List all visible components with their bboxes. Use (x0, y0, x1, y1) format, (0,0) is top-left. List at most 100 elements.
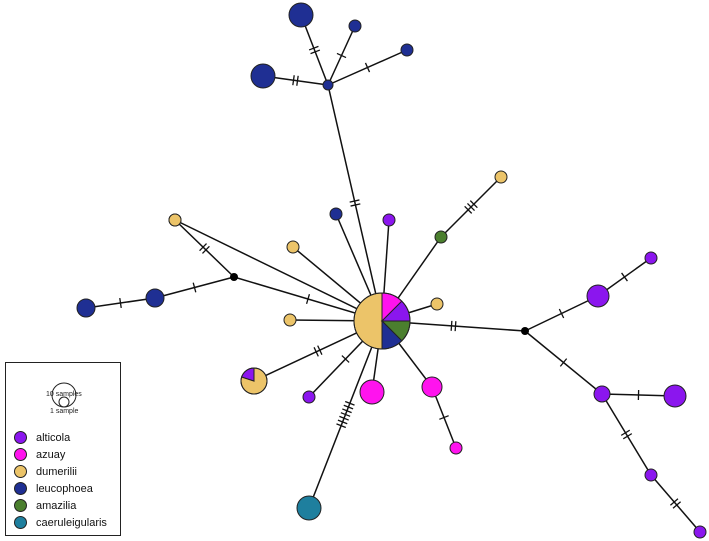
haplotype-slice-leucophoea (348, 19, 362, 33)
haplotype-lt5 (322, 79, 334, 91)
mutation-tick (305, 294, 311, 304)
mutation-tick (341, 355, 350, 363)
haplotype-center (353, 292, 411, 350)
haplotype-al2 (302, 390, 316, 404)
haplotype-az3 (449, 441, 463, 455)
haplotype-lt3 (250, 63, 276, 89)
mutation-tick (558, 308, 565, 319)
mutation-tick (119, 297, 122, 309)
legend-item-alticola: alticola (14, 429, 107, 446)
haplotype-mix1 (240, 367, 268, 395)
network-nodes (76, 2, 707, 539)
edge-mvLeft-lw2 (154, 276, 235, 299)
haplotype-slice-caeruleigularis (296, 495, 322, 521)
haplotype-slice-amazilia (434, 230, 448, 244)
haplotype-outline (353, 292, 411, 350)
haplotype-du5 (283, 313, 297, 327)
haplotype-lw1 (76, 298, 96, 318)
legend-item-caeruleigularis: caeruleigularis (14, 514, 107, 531)
haplotype-slice-azuay (421, 376, 443, 398)
legend-swatch-alticola (14, 431, 27, 444)
haplotype-slice-alticola (586, 284, 610, 308)
legend-item-leucophoea: leucophoea (14, 480, 107, 497)
haplotype-slice-leucophoea (322, 79, 334, 91)
legend-label-caeruleigularis: caeruleigularis (36, 516, 107, 529)
legend-swatch-caeruleigularis (14, 516, 27, 529)
edge-ar5-ar6 (650, 474, 701, 533)
haplotype-ar4 (663, 384, 687, 408)
median-vector-mvRight (521, 327, 529, 335)
legend-box: 10 samples 1 sample alticola azuay dumer… (5, 362, 121, 536)
mutation-tick (621, 272, 628, 282)
legend-item-azuay: azuay (14, 446, 107, 463)
haplotype-slice-dumerilii (286, 240, 300, 254)
mutation-tick (339, 415, 349, 421)
haplotype-outline (240, 367, 268, 395)
haplotype-slice-leucophoea (400, 43, 414, 57)
haplotype-slice-alticola (663, 384, 687, 408)
mutation-tick (337, 419, 348, 425)
haplotype-du1 (494, 170, 508, 184)
haplotype-du2 (430, 297, 444, 311)
haplotype-az2 (421, 376, 443, 398)
haplotype-ar1 (586, 284, 610, 308)
mutation-tick (349, 199, 360, 203)
mutation-tick (340, 412, 351, 417)
edge-mvRight-ar3 (524, 330, 603, 395)
mutation-tick (310, 49, 321, 55)
haplotype-ar5 (644, 468, 658, 482)
haplotype-al1 (382, 213, 396, 227)
haplotype-slice-dumerilii (283, 313, 297, 327)
mutation-tick (308, 45, 319, 51)
legend-label-azuay: azuay (36, 448, 66, 461)
mutation-tick (622, 433, 633, 440)
mutation-tick (192, 282, 197, 293)
edge-lw2-lw1 (85, 297, 156, 309)
haplotype-lc1 (329, 207, 343, 221)
edge-mvTop-lt2 (327, 25, 356, 86)
mutation-tick (620, 429, 631, 436)
mutation-tick (296, 75, 299, 86)
haplotype-slice-dumerilii (168, 213, 182, 227)
legend-item-dumerilii: dumerilii (14, 463, 107, 480)
edge-ar3-ar5 (601, 393, 652, 476)
haplotype-az1 (359, 379, 385, 405)
haplotype-ar3 (593, 385, 611, 403)
mutation-tick (336, 423, 347, 429)
haplotype-slice-leucophoea (329, 207, 343, 221)
scale-circle-small (58, 396, 70, 408)
haplotype-ca1 (296, 495, 322, 521)
haplotype-ar2 (644, 251, 658, 265)
haplotype-slice-alticola (593, 385, 611, 403)
edge-mvTop-lt1 (300, 14, 329, 86)
median-vector-mvLeft (230, 273, 238, 281)
edge-ar3-ar4 (601, 389, 676, 401)
haplotype-slice-leucophoea (145, 288, 165, 308)
haplotype-slice-leucophoea (250, 63, 276, 89)
haplotype-slice-azuay (359, 379, 385, 405)
mutation-tick (469, 200, 478, 209)
mutation-tick (350, 203, 361, 207)
legend-swatch-dumerilii (14, 465, 27, 478)
haplotype-slice-alticola (382, 213, 396, 227)
mutation-tick (364, 62, 371, 73)
edge-mvTop-lt4 (327, 49, 408, 86)
mutation-tick (313, 347, 319, 357)
edge-mvRight-ar1 (524, 295, 599, 332)
haplotype-slice-leucophoea (288, 2, 314, 28)
haplotype-ar6 (693, 525, 707, 539)
size-scale: 10 samples 1 sample (6, 363, 122, 423)
mutation-tick (201, 245, 210, 254)
network-edges (85, 14, 701, 533)
legend-label-leucophoea: leucophoea (36, 482, 93, 495)
haplotype-slice-azuay (449, 441, 463, 455)
mutation-tick (344, 400, 355, 406)
mutation-tick (199, 243, 208, 252)
haplotype-lt4 (400, 43, 414, 57)
legend-label-dumerilii: dumerilii (36, 465, 77, 478)
edge-center-mvTop (327, 84, 383, 322)
mutation-tick (342, 408, 352, 414)
legend-label-amazilia: amazilia (36, 499, 77, 512)
edge-az2-az3 (431, 386, 457, 449)
